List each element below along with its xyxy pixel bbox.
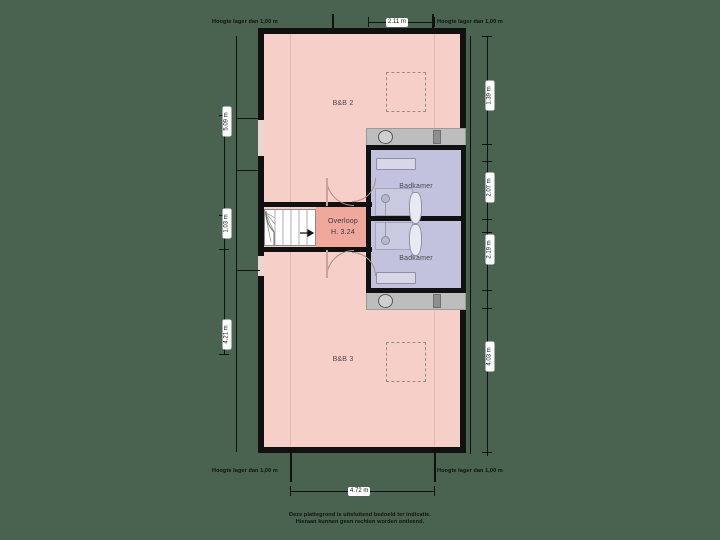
note-top-right: Hoogte lager dan 1,00 m [437,19,503,25]
room-label-badkamer-2: Badkamer [399,255,433,262]
dimension-label-right-4: 4.03 m [485,341,495,372]
dormer-fixture-bottom-rect [433,294,441,308]
door-leaf-south [326,250,328,278]
staircase-treads-icon [265,210,308,245]
dimension-tick-right-3b [482,290,492,291]
staircase [264,209,316,246]
dimension-extension-right [470,36,471,454]
toilet-badkamer-2 [409,224,422,256]
window-reveal-left-lower [258,256,264,276]
dimension-label-top: 2.11 m [386,18,408,27]
pipe-line-badkamer-1 [385,198,386,216]
dimension-tick-bottom-right [434,486,435,496]
dimension-label-right-1: 1.39 m [485,80,495,111]
dormer-fixture-top-circle [378,130,393,144]
dimension-tick-top-left [368,17,369,27]
note-bottom-right: Hoogte lager dan 1,00 m [437,468,503,474]
dimension-extension-tick-left-lower [236,270,260,271]
room-label-bb3: B&B 3 [332,356,354,363]
dimension-extension-left [236,36,237,452]
room-label-overloop: Overloop [327,218,358,225]
dimension-label-bottom: 4.72 m [348,487,371,496]
dimension-tick-right-4a [482,308,492,309]
room-label-badkamer-1: Badkamer [399,183,433,190]
dimension-tick-top-right [434,17,435,27]
note-bottom-left: Hoogte lager dan 1,00 m [212,468,278,474]
dimension-line-left-3 [224,249,225,354]
dimension-tick-right-4b [482,452,492,453]
shower-area-badkamer-1 [375,188,413,216]
footer-line-1: Deze plattegrond is uitsluitend bedoeld … [289,512,431,518]
dimension-tick-right-1 [482,144,492,145]
footer-disclaimer: Deze plattegrond is uitsluitend bedoeld … [0,512,720,526]
skylight-bb2 [386,72,426,112]
footer-line-2: Hieraan kunnen geen rechten worden ontle… [295,519,425,525]
wall-landing-top [262,202,372,207]
pipe-dot-badkamer-1 [381,194,390,203]
note-separator-top-right [432,14,434,32]
room-overloop: Overloop H. 3.24 [316,207,370,247]
dimension-label-left-2: 1.03 m [222,208,232,239]
dormer-fixture-bottom-circle [378,294,393,308]
dimension-line-left-1 [224,115,225,215]
sink-badkamer-2 [376,272,416,284]
door-leaf-north [326,178,328,206]
dimension-tick-bottom-left [290,486,291,496]
dimension-label-right-3: 2.19 m [485,234,495,265]
window-reveal-left-upper [258,120,264,156]
dimension-tick-right-3a [482,232,492,233]
room-label-bb2: B&B 2 [332,100,354,107]
note-separator-bottom-right [434,452,436,482]
skylight-bb3 [386,342,426,382]
sink-badkamer-1 [376,158,416,170]
toilet-badkamer-1 [409,192,422,224]
dimension-tick-right-2b [482,219,492,220]
dimension-extension-tick-left-mid [236,170,260,171]
dimension-tick-right-0 [482,36,492,37]
shower-area-badkamer-2 [375,222,413,250]
stairs-direction-arrow-icon [300,224,316,242]
dimension-label-right-2: 2.07 m [485,172,495,203]
note-separator-top-left [332,14,334,32]
pipe-dot-badkamer-2 [381,236,390,245]
dimension-label-left-3: 4.21 m [222,319,232,350]
dimension-label-left-1: 5.09 m [222,106,232,137]
note-separator-bottom-left [290,452,292,482]
dormer-fixture-top-rect [433,130,441,144]
note-top-left: Hoogte lager dan 1,00 m [212,19,278,25]
pipe-line-badkamer-2 [385,222,386,240]
dimension-tick-left-3-bottom [219,354,229,355]
dimension-tick-right-2a [482,161,492,162]
wall-landing-bottom [262,247,372,252]
dimension-extension-tick-left-upper [236,118,260,119]
dimension-tick-left-3-top [219,249,229,250]
wall-landing-right [366,202,371,252]
room-height-overloop: H. 3.24 [331,229,355,236]
